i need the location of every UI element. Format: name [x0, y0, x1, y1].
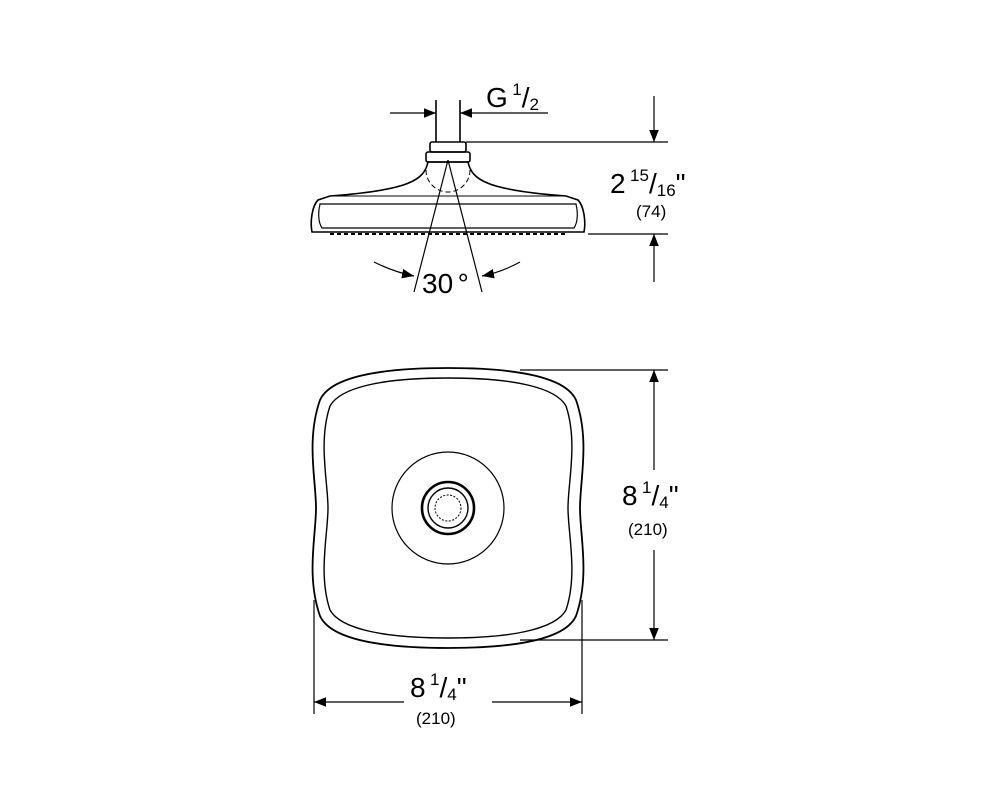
- width-num: 1: [430, 670, 440, 689]
- connector-ring-outer: [420, 480, 476, 536]
- plate-outline-outer: [311, 367, 585, 649]
- angle-line-right: [447, 159, 483, 293]
- angle-unit: °: [457, 268, 469, 299]
- angle-dimension: [373, 159, 521, 293]
- angle-arc-left: [373, 261, 415, 279]
- depth-num: 1: [642, 478, 652, 497]
- height-num: 15: [630, 166, 649, 185]
- width-den: 4: [447, 685, 457, 704]
- connector-nozzle: [434, 494, 462, 522]
- width-label: 8 1/4": [410, 670, 467, 704]
- height-label: 2 15/16": [610, 166, 686, 200]
- angle-line-left: [413, 159, 449, 293]
- depth-dimension: [520, 369, 668, 641]
- side-view: [310, 100, 586, 235]
- thread-letter: G: [486, 82, 508, 113]
- depth-whole: 8: [622, 480, 638, 511]
- height-whole: 2: [610, 168, 626, 199]
- width-dimension: [313, 600, 583, 714]
- height-den: 16: [656, 181, 676, 200]
- top-view: [311, 367, 585, 649]
- angle-label: 30 °: [422, 270, 469, 298]
- depth-mm: (210): [628, 520, 668, 539]
- depth-den: 4: [659, 493, 669, 512]
- thread-label: G 1/2: [486, 80, 539, 114]
- height-dimension: [466, 96, 668, 282]
- center-disc: [391, 451, 505, 565]
- angle-value: 30: [422, 268, 454, 299]
- depth-label: 8 1/4": [622, 478, 679, 512]
- thread-num: 1: [512, 80, 522, 99]
- depth-unit: ": [668, 480, 679, 511]
- angle-arc-right: [481, 261, 521, 279]
- height-unit: ": [675, 168, 686, 199]
- plate-outline-inner: [323, 377, 573, 639]
- width-unit: ": [456, 672, 467, 703]
- height-mm: (74): [636, 202, 667, 221]
- connector-ring-inner: [427, 487, 469, 529]
- thread-den: 2: [529, 95, 539, 114]
- width-whole: 8: [410, 672, 426, 703]
- width-mm: (210): [416, 709, 456, 728]
